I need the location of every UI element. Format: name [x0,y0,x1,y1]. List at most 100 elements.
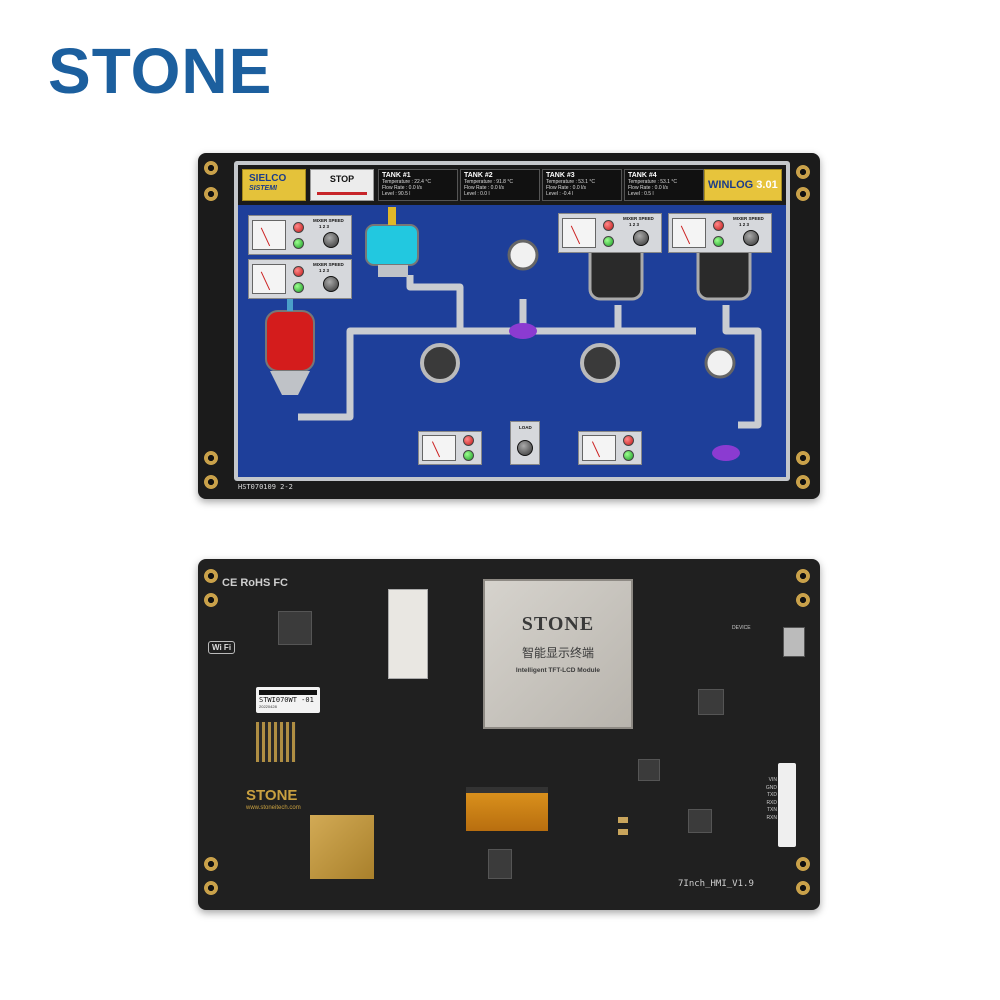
gold-pad [310,815,374,879]
logo-line1: SIELCO [249,173,287,184]
winlog-text: WINLOG [708,179,754,191]
mixer-scale: 1 2 3 [319,224,330,229]
capacitor [618,817,628,823]
process-diagram [265,207,762,461]
tank-flow: Flow Rate : 0.0 l/s [628,185,669,191]
hmi-front-board: SIELCO SISTEMI STOP TANK #1 Temperature … [198,153,820,499]
mixer-speed-label: MIXER SPEED [733,216,764,221]
tank-flow: Flow Rate : 0.0 l/s [382,185,423,191]
mount-hole [204,881,218,895]
fpc-connector [466,787,548,831]
mixer-speed-label: MIXER SPEED [623,216,654,221]
chip-cn-text: 智能显示终端 [521,646,594,660]
logo-line2: SISTEMI [249,185,278,192]
tank-flow: Flow Rate : 0.0 l/s [464,185,505,191]
pin-label: TXN [767,807,777,813]
mount-hole [796,857,810,871]
mixer-speed-label: MIXER SPEED [313,218,344,223]
red-lamp-icon [293,222,304,233]
pin-label: RXD [766,799,777,806]
tank-level: Level : 0.5 l [628,191,654,197]
brand-logo: STONE [48,35,273,107]
control-panel-2: MIXER SPEED 1 2 3 [248,259,352,299]
back-url: www.stoneitech.com [246,805,301,811]
control-panel-1: MIXER SPEED 1 2 3 [248,215,352,255]
panel-code: HST070109 2-2 [238,483,293,491]
green-lamp-icon [623,450,634,461]
mount-hole [204,451,218,465]
mount-hole [796,881,810,895]
green-lamp-icon [603,236,614,247]
usb-port [783,627,805,657]
capacitor [618,829,628,835]
tank-temperature: Temperature : 53.1 °C [628,179,677,185]
tank-2-icon [365,207,419,277]
tank-title: TANK #3 [546,172,575,179]
chip-title: STONE [521,613,595,635]
valve-icon [712,445,740,461]
mount-hole [796,569,810,583]
ic-chip [698,689,724,715]
qr-code [256,722,296,762]
pipe-tank2 [406,275,464,331]
pump-1-icon [420,343,460,383]
pipe-tank4 [722,305,762,429]
tank-panel-4: TANK #4 Temperature : 53.1 °C Flow Rate … [624,169,704,201]
analog-gauge [672,218,706,248]
mixer-speed-knob[interactable] [323,232,339,248]
red-lamp-icon [603,220,614,231]
hmi-top-bar: SIELCO SISTEMI STOP TANK #1 Temperature … [238,165,786,205]
tank-level: Level : 0.0 l [464,191,490,197]
wifi-mark: Wi Fi [208,641,236,654]
chip-subtitle: Intelligent TFT-LCD Module [515,667,601,674]
analog-gauge [252,264,286,294]
green-lamp-icon [463,450,474,461]
analog-gauge [422,435,456,461]
mixer-speed-knob[interactable] [743,230,759,246]
certification-marks: CE RoHS FC [222,577,288,589]
tank-panel-3: TANK #3 Temperature : 53.1 °C Flow Rate … [542,169,622,201]
pressure-gauge-icon [507,239,539,271]
back-brand: STONE [246,787,298,804]
pin-label: RXN [766,814,777,821]
pump-2-icon [580,343,620,383]
mixer-scale: 1 2 3 [319,268,330,273]
mixer-speed-knob[interactable] [633,230,649,246]
display-bezel: SIELCO SISTEMI STOP TANK #1 Temperature … [234,161,790,491]
mixer-scale: 1 2 3 [739,222,750,227]
sticker-model: STWI070WT -01 [259,690,317,704]
valve-icon [509,323,537,339]
stop-button[interactable]: STOP [310,169,374,201]
control-panel-3: MIXER SPEED 1 2 3 [558,213,662,253]
mount-hole [204,475,218,489]
tank-title: TANK #2 [464,172,493,179]
red-lamp-icon [623,435,634,446]
pin-label: TXD [767,792,777,798]
tank-title: TANK #4 [628,172,657,179]
ic-chip [688,809,712,833]
tank-temperature: Temperature : 53.1 °C [546,179,595,185]
tank-panel-2: TANK #2 Temperature : 91.8 °C Flow Rate … [460,169,540,201]
mount-hole [796,165,810,179]
load-knob[interactable] [517,440,533,456]
main-chip-shield: STONE 智能显示终端 Intelligent TFT-LCD Module [483,579,633,729]
tank-level: Level : 90.5 l [382,191,411,197]
green-lamp-icon [713,236,724,247]
device-label: DEVICE [732,625,751,631]
load-panel: LOAD [510,421,540,465]
tank-temperature: Temperature : 91.8 °C [464,179,513,185]
mount-hole [796,593,810,607]
green-lamp-icon [293,282,304,293]
mixer-speed-knob[interactable] [323,276,339,292]
sticker-date: 20220428 [259,704,277,709]
mixer-scale: 1 2 3 [629,222,640,227]
mount-hole [204,569,218,583]
pin-label: GND [765,784,777,791]
tank-panel-1: TANK #1 Temperature : 22.4 °C Flow Rate … [378,169,458,201]
pump-panel-1 [418,431,482,465]
serial-sticker: STWI070WT -01 20220428 [256,687,320,713]
analog-gauge [582,435,616,461]
winlog-version: 3.01 [756,179,778,191]
winlog-logo: WINLOG 3.01 [704,169,782,201]
tank-flow: Flow Rate : 0.0 l/s [546,185,587,191]
